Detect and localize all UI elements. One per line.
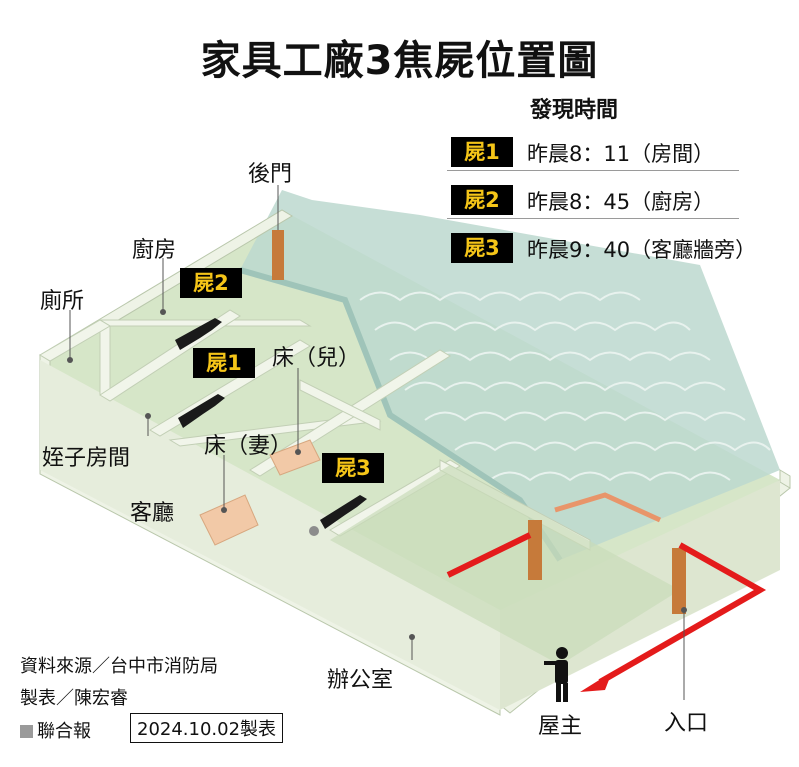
- side-door: [528, 520, 542, 580]
- label-toilet: 廁所: [40, 289, 85, 314]
- legend-row: 屍2 昨晨8：45（廚房）: [447, 182, 739, 219]
- legend-time: 昨晨9：40（客廳牆旁）: [527, 238, 757, 262]
- legend-row: 屍1 昨晨8：11（房間）: [447, 134, 739, 171]
- route-arrows: [446, 532, 767, 685]
- credit-source: 資料來源／台中市消防局: [20, 656, 218, 677]
- label-bed-wife: 床（妻）: [204, 434, 293, 459]
- body-marks: [175, 318, 367, 529]
- front-wall-left: [40, 360, 500, 710]
- roof-outline: [554, 492, 662, 523]
- legend-tag: 屍1: [451, 137, 513, 167]
- body-3-figure: [320, 495, 367, 529]
- legend-time: 昨晨8：45（廚房）: [527, 190, 715, 214]
- label-kitchen: 廚房: [132, 238, 177, 263]
- label-back-door: 後門: [248, 162, 293, 187]
- body-2-tag: 屍2: [180, 268, 242, 298]
- body-3-tag: 屍3: [322, 453, 384, 483]
- label-living-room: 客廳: [130, 501, 175, 526]
- glass-roof: [240, 190, 780, 560]
- legend-tag: 屍2: [451, 185, 513, 215]
- legend-tag: 屍3: [451, 233, 513, 263]
- owner-figure: [544, 647, 568, 702]
- route-arrowhead: [580, 672, 612, 692]
- leader-dots: [67, 309, 687, 640]
- credit-maker: 製表／陳宏睿: [20, 688, 128, 709]
- body-3-marker: [309, 526, 319, 536]
- label-entrance: 入口: [664, 711, 709, 736]
- label-nephew-room: 姪子房間: [42, 446, 131, 471]
- office-floor: [330, 465, 680, 665]
- legend-time: 昨晨8：11（房間）: [527, 142, 715, 166]
- leader-lines: [69, 185, 685, 700]
- back-door: [272, 230, 284, 280]
- publisher-square-icon: [20, 725, 33, 738]
- legend-row: 屍3 昨晨9：40（客廳牆旁）: [447, 230, 756, 266]
- bed-son: [269, 439, 321, 476]
- label-office: 辦公室: [327, 668, 394, 693]
- bed-wife: [199, 494, 259, 546]
- publisher-mark: 聯合報: [20, 717, 91, 743]
- label-bed-son: 床（兒）: [272, 346, 361, 371]
- body-2-figure: [175, 318, 222, 350]
- legend-heading: 發現時間: [530, 98, 619, 123]
- body-1-figure: [178, 394, 225, 428]
- date-box: 2024.10.02製表: [130, 713, 284, 743]
- publisher-name: 聯合報: [37, 721, 91, 742]
- body-1-tag: 屍1: [193, 348, 255, 378]
- label-owner: 屋主: [538, 714, 583, 739]
- entrance-door: [672, 548, 686, 614]
- page-title: 家具工廠3焦屍位置圖: [200, 38, 599, 84]
